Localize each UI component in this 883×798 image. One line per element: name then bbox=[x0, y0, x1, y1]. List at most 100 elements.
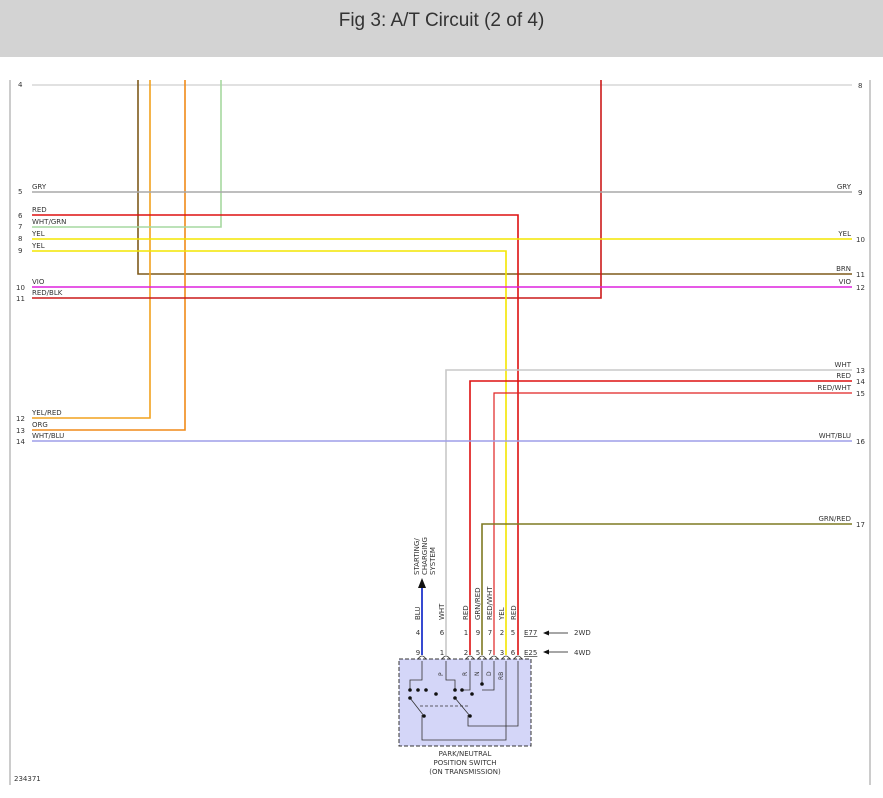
contact-dot bbox=[434, 692, 438, 696]
right-wire-label: VIO bbox=[839, 278, 852, 286]
wire-yel-red bbox=[32, 80, 151, 419]
right-pin: 13 bbox=[856, 367, 865, 375]
switch-pin-label: RB bbox=[498, 672, 505, 680]
switch-pin-label: P bbox=[438, 672, 445, 676]
conn-pin-e77: 5 bbox=[511, 629, 515, 637]
wire-red-6 bbox=[32, 214, 519, 655]
switch-pin-label: R bbox=[462, 672, 469, 676]
contact-dot bbox=[480, 682, 484, 686]
switch-contact-line bbox=[467, 661, 519, 727]
left-wire-label: YEL/RED bbox=[31, 409, 62, 417]
right-wire-label: WHT bbox=[835, 361, 852, 369]
conn-pin-e25: 7 bbox=[488, 649, 492, 657]
switch-caption: (ON TRANSMISSION) bbox=[429, 768, 501, 776]
switch-pin-label: N bbox=[474, 672, 481, 677]
arrow-left-icon bbox=[543, 630, 549, 636]
starting-system-label: CHARGING bbox=[421, 537, 429, 575]
right-pin: 9 bbox=[858, 189, 862, 197]
right-pin: 10 bbox=[856, 236, 865, 244]
conn-pin-e25: 6 bbox=[511, 649, 516, 657]
left-wire-label: WHT/GRN bbox=[32, 218, 66, 226]
conn-pin-e25: 1 bbox=[440, 649, 444, 657]
conn-wire-label: GRN/RED bbox=[474, 587, 482, 620]
right-pin: 14 bbox=[856, 378, 865, 386]
left-wire-label: GRY bbox=[32, 183, 47, 191]
starting-system-label: SYSTEM bbox=[429, 547, 437, 575]
left-pin: 8 bbox=[18, 235, 22, 243]
wire-red-blk bbox=[32, 80, 602, 299]
conn-pin-e25: 3 bbox=[500, 649, 504, 657]
left-wire-label: YEL bbox=[31, 230, 45, 238]
right-wire-label: RED bbox=[836, 372, 851, 380]
terminal-icon bbox=[489, 655, 499, 660]
wire-grn-red bbox=[481, 523, 852, 655]
terminal-icon bbox=[417, 655, 427, 660]
page-title: Fig 3: A/T Circuit (2 of 4) bbox=[338, 10, 545, 31]
contact-dot bbox=[416, 688, 420, 692]
right-wire-label: BRN bbox=[836, 265, 851, 273]
conn-pin-e25: 5 bbox=[476, 649, 480, 657]
switch-contact-line bbox=[482, 661, 495, 691]
terminal-icon bbox=[513, 655, 523, 660]
left-pin: 10 bbox=[16, 284, 25, 292]
left-wire-label: VIO bbox=[32, 278, 45, 286]
contact-dot bbox=[468, 714, 472, 718]
wire-brn bbox=[137, 80, 852, 275]
connector-ref-e77: E77 bbox=[524, 629, 537, 637]
conn-pin-e25: 9 bbox=[416, 649, 420, 657]
left-wire-label: RED/BLK bbox=[32, 289, 63, 297]
left-pin: 12 bbox=[16, 415, 25, 423]
conn-wire-label: RED bbox=[510, 605, 518, 620]
right-pin: 11 bbox=[856, 271, 865, 279]
left-pin: 5 bbox=[18, 188, 22, 196]
right-pin: 8 bbox=[858, 82, 862, 90]
switch-box bbox=[398, 658, 532, 747]
conn-pin-e77: 7 bbox=[488, 629, 492, 637]
wire-wht-grn bbox=[32, 80, 222, 228]
switch-blade bbox=[409, 697, 425, 717]
conn-pin-e77: 9 bbox=[476, 629, 480, 637]
wire-red-14 bbox=[469, 380, 852, 655]
left-wire-label: RED bbox=[32, 206, 47, 214]
connector-ref-e25: E25 bbox=[524, 649, 537, 657]
left-wire-label: YEL bbox=[31, 242, 45, 250]
conn-pin-e77: 1 bbox=[464, 629, 468, 637]
conn-pin-e77: 4 bbox=[416, 629, 421, 637]
switch-contact-line bbox=[421, 661, 507, 741]
contact-dot bbox=[408, 696, 412, 700]
left-pin: 9 bbox=[18, 247, 22, 255]
left-wire-label: WHT/BLU bbox=[32, 432, 64, 440]
switch-caption: PARK/NEUTRAL bbox=[439, 750, 492, 758]
right-pin: 15 bbox=[856, 390, 865, 398]
switch-contact-line bbox=[462, 661, 471, 691]
conn-wire-label: WHT bbox=[438, 603, 446, 620]
right-wire-label: RED/WHT bbox=[818, 384, 852, 392]
right-pin: 12 bbox=[856, 284, 865, 292]
wire-org bbox=[32, 80, 186, 431]
left-pin: 11 bbox=[16, 295, 25, 303]
label-4wd: 4WD bbox=[574, 649, 591, 657]
terminal-icon bbox=[477, 655, 487, 660]
right-wire-label: GRY bbox=[837, 183, 852, 191]
figure-id: 234371 bbox=[14, 775, 41, 783]
switch-contact-line bbox=[409, 661, 423, 690]
wire-yel-9 bbox=[32, 250, 507, 655]
terminal-icon bbox=[501, 655, 511, 660]
contact-dot bbox=[453, 696, 457, 700]
contact-dot bbox=[470, 692, 474, 696]
conn-pin-e77: 2 bbox=[500, 629, 504, 637]
terminal-icon bbox=[465, 655, 475, 660]
arrow-left-icon bbox=[543, 649, 549, 655]
right-wire-label: WHT/BLU bbox=[819, 432, 851, 440]
right-wire-label: YEL bbox=[837, 230, 851, 238]
contact-dot bbox=[460, 688, 464, 692]
left-pin: 6 bbox=[18, 212, 23, 220]
contact-dot bbox=[408, 688, 412, 692]
label-2wd: 2WD bbox=[574, 629, 591, 637]
starting-system-label: STARTING/ bbox=[413, 538, 421, 575]
conn-wire-label: BLU bbox=[414, 607, 422, 620]
contact-dot bbox=[422, 714, 426, 718]
arrow-up-icon bbox=[418, 578, 426, 588]
conn-pin-e77: 6 bbox=[440, 629, 445, 637]
right-pin: 16 bbox=[856, 438, 865, 446]
